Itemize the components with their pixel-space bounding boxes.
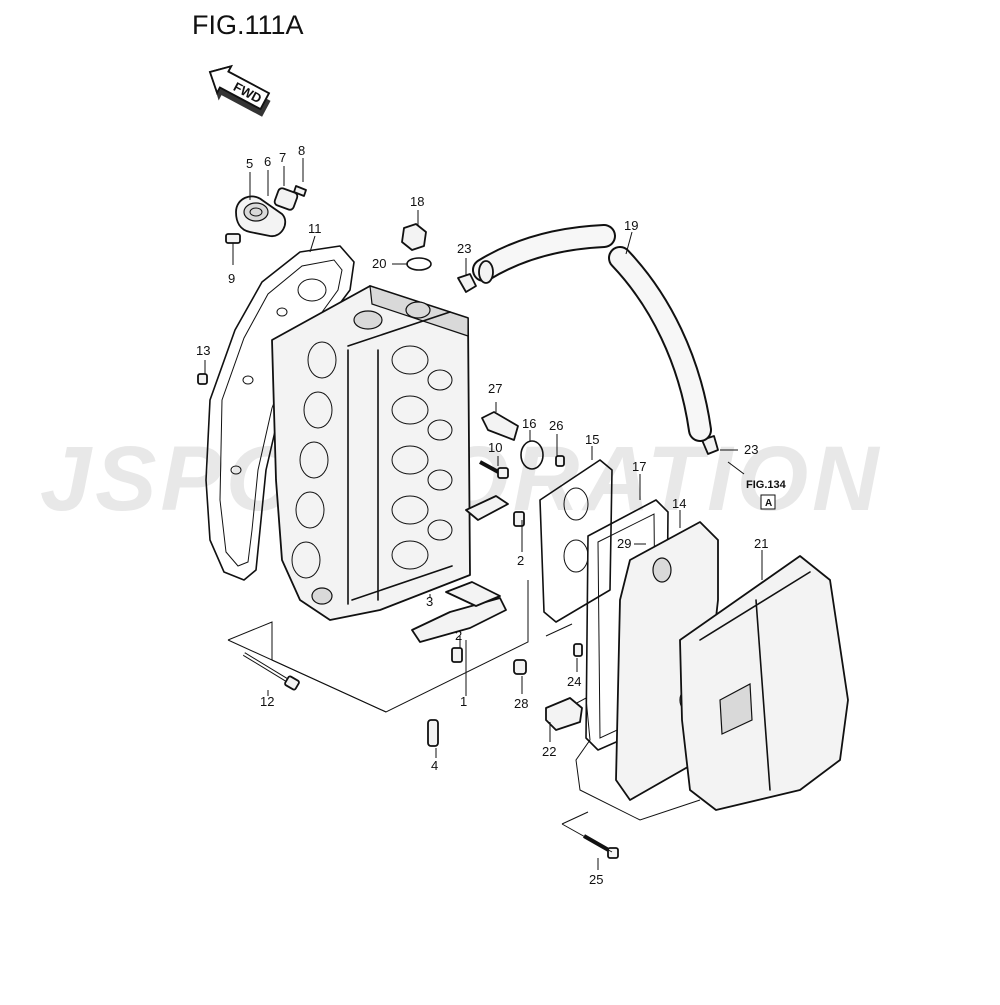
part-label-3: 3 xyxy=(426,594,433,609)
dowel-pin-drawing xyxy=(197,373,208,385)
reference-box xyxy=(760,494,776,510)
camshaft-cap-drawing xyxy=(411,495,525,663)
figure-title: FIG.111A xyxy=(192,10,304,40)
outer-exhaust-cover-drawing xyxy=(679,555,849,811)
drain-plug-drawing xyxy=(513,659,527,675)
lower-gasket-frame xyxy=(559,697,701,821)
hose-clamp-lower-drawing xyxy=(701,435,719,455)
head-bolt-drawing xyxy=(242,652,300,691)
part-label-2-upper: 2 xyxy=(517,553,524,568)
part-label-23-lower: 23 xyxy=(744,442,758,457)
part-label-10: 10 xyxy=(488,440,502,455)
part-label-27: 27 xyxy=(488,381,502,396)
part-label-7: 7 xyxy=(279,150,286,165)
part-label-16: 16 xyxy=(522,416,536,431)
part-label-14: 14 xyxy=(672,496,686,511)
figure-reference-label: FIG.134 xyxy=(746,479,787,491)
part-label-24: 24 xyxy=(567,674,581,689)
part-label-22: 22 xyxy=(542,744,556,759)
oil-filler-cap-drawing xyxy=(401,223,432,271)
part-label-25: 25 xyxy=(589,872,603,887)
part-label-4: 4 xyxy=(431,758,438,773)
part-label-13: 13 xyxy=(196,343,210,358)
part-label-15: 15 xyxy=(585,432,599,447)
figure-reference-letter: A xyxy=(765,498,772,509)
part-label-5: 5 xyxy=(246,156,253,171)
part-label-29: 29 xyxy=(617,536,631,551)
part-label-9: 9 xyxy=(228,271,235,286)
cylinder-head-drawing xyxy=(271,285,471,621)
part-label-18: 18 xyxy=(410,194,424,209)
part-label-21: 21 xyxy=(754,536,768,551)
fwd-arrow-icon: FWD xyxy=(208,64,271,117)
part-label-17: 17 xyxy=(632,459,646,474)
part-label-19: 19 xyxy=(624,218,638,233)
part-label-20: 20 xyxy=(372,256,386,271)
part-label-11: 11 xyxy=(308,221,322,236)
leader-lines xyxy=(204,158,763,870)
part-label-1: 1 xyxy=(460,694,467,709)
part-label-28: 28 xyxy=(514,696,528,711)
o-ring-16-icon xyxy=(520,440,544,470)
temperature-sensor-drawing xyxy=(481,402,519,441)
bracket-22-drawing xyxy=(545,697,583,731)
part-label-12: 12 xyxy=(260,694,274,709)
hose-clamp-upper-drawing xyxy=(457,273,477,293)
bolt-26-drawing xyxy=(555,455,565,467)
part-label-8: 8 xyxy=(298,143,305,158)
part-label-2-lower: 2 xyxy=(455,628,462,643)
stud-drawing xyxy=(427,719,439,747)
part-label-23-upper: 23 xyxy=(457,241,471,256)
bolt-24-drawing xyxy=(573,643,583,657)
part-label-26: 26 xyxy=(549,418,563,433)
thermostat-cover-drawing xyxy=(225,185,307,265)
bolt-10-drawing xyxy=(479,460,509,479)
part-number-labels: 5 6 7 8 9 11 18 20 23 19 13 27 16 26 15 … xyxy=(196,143,768,887)
figure-reference: FIG.134 A xyxy=(746,479,787,510)
hose-drawing xyxy=(472,224,712,442)
part-label-6: 6 xyxy=(264,154,271,169)
